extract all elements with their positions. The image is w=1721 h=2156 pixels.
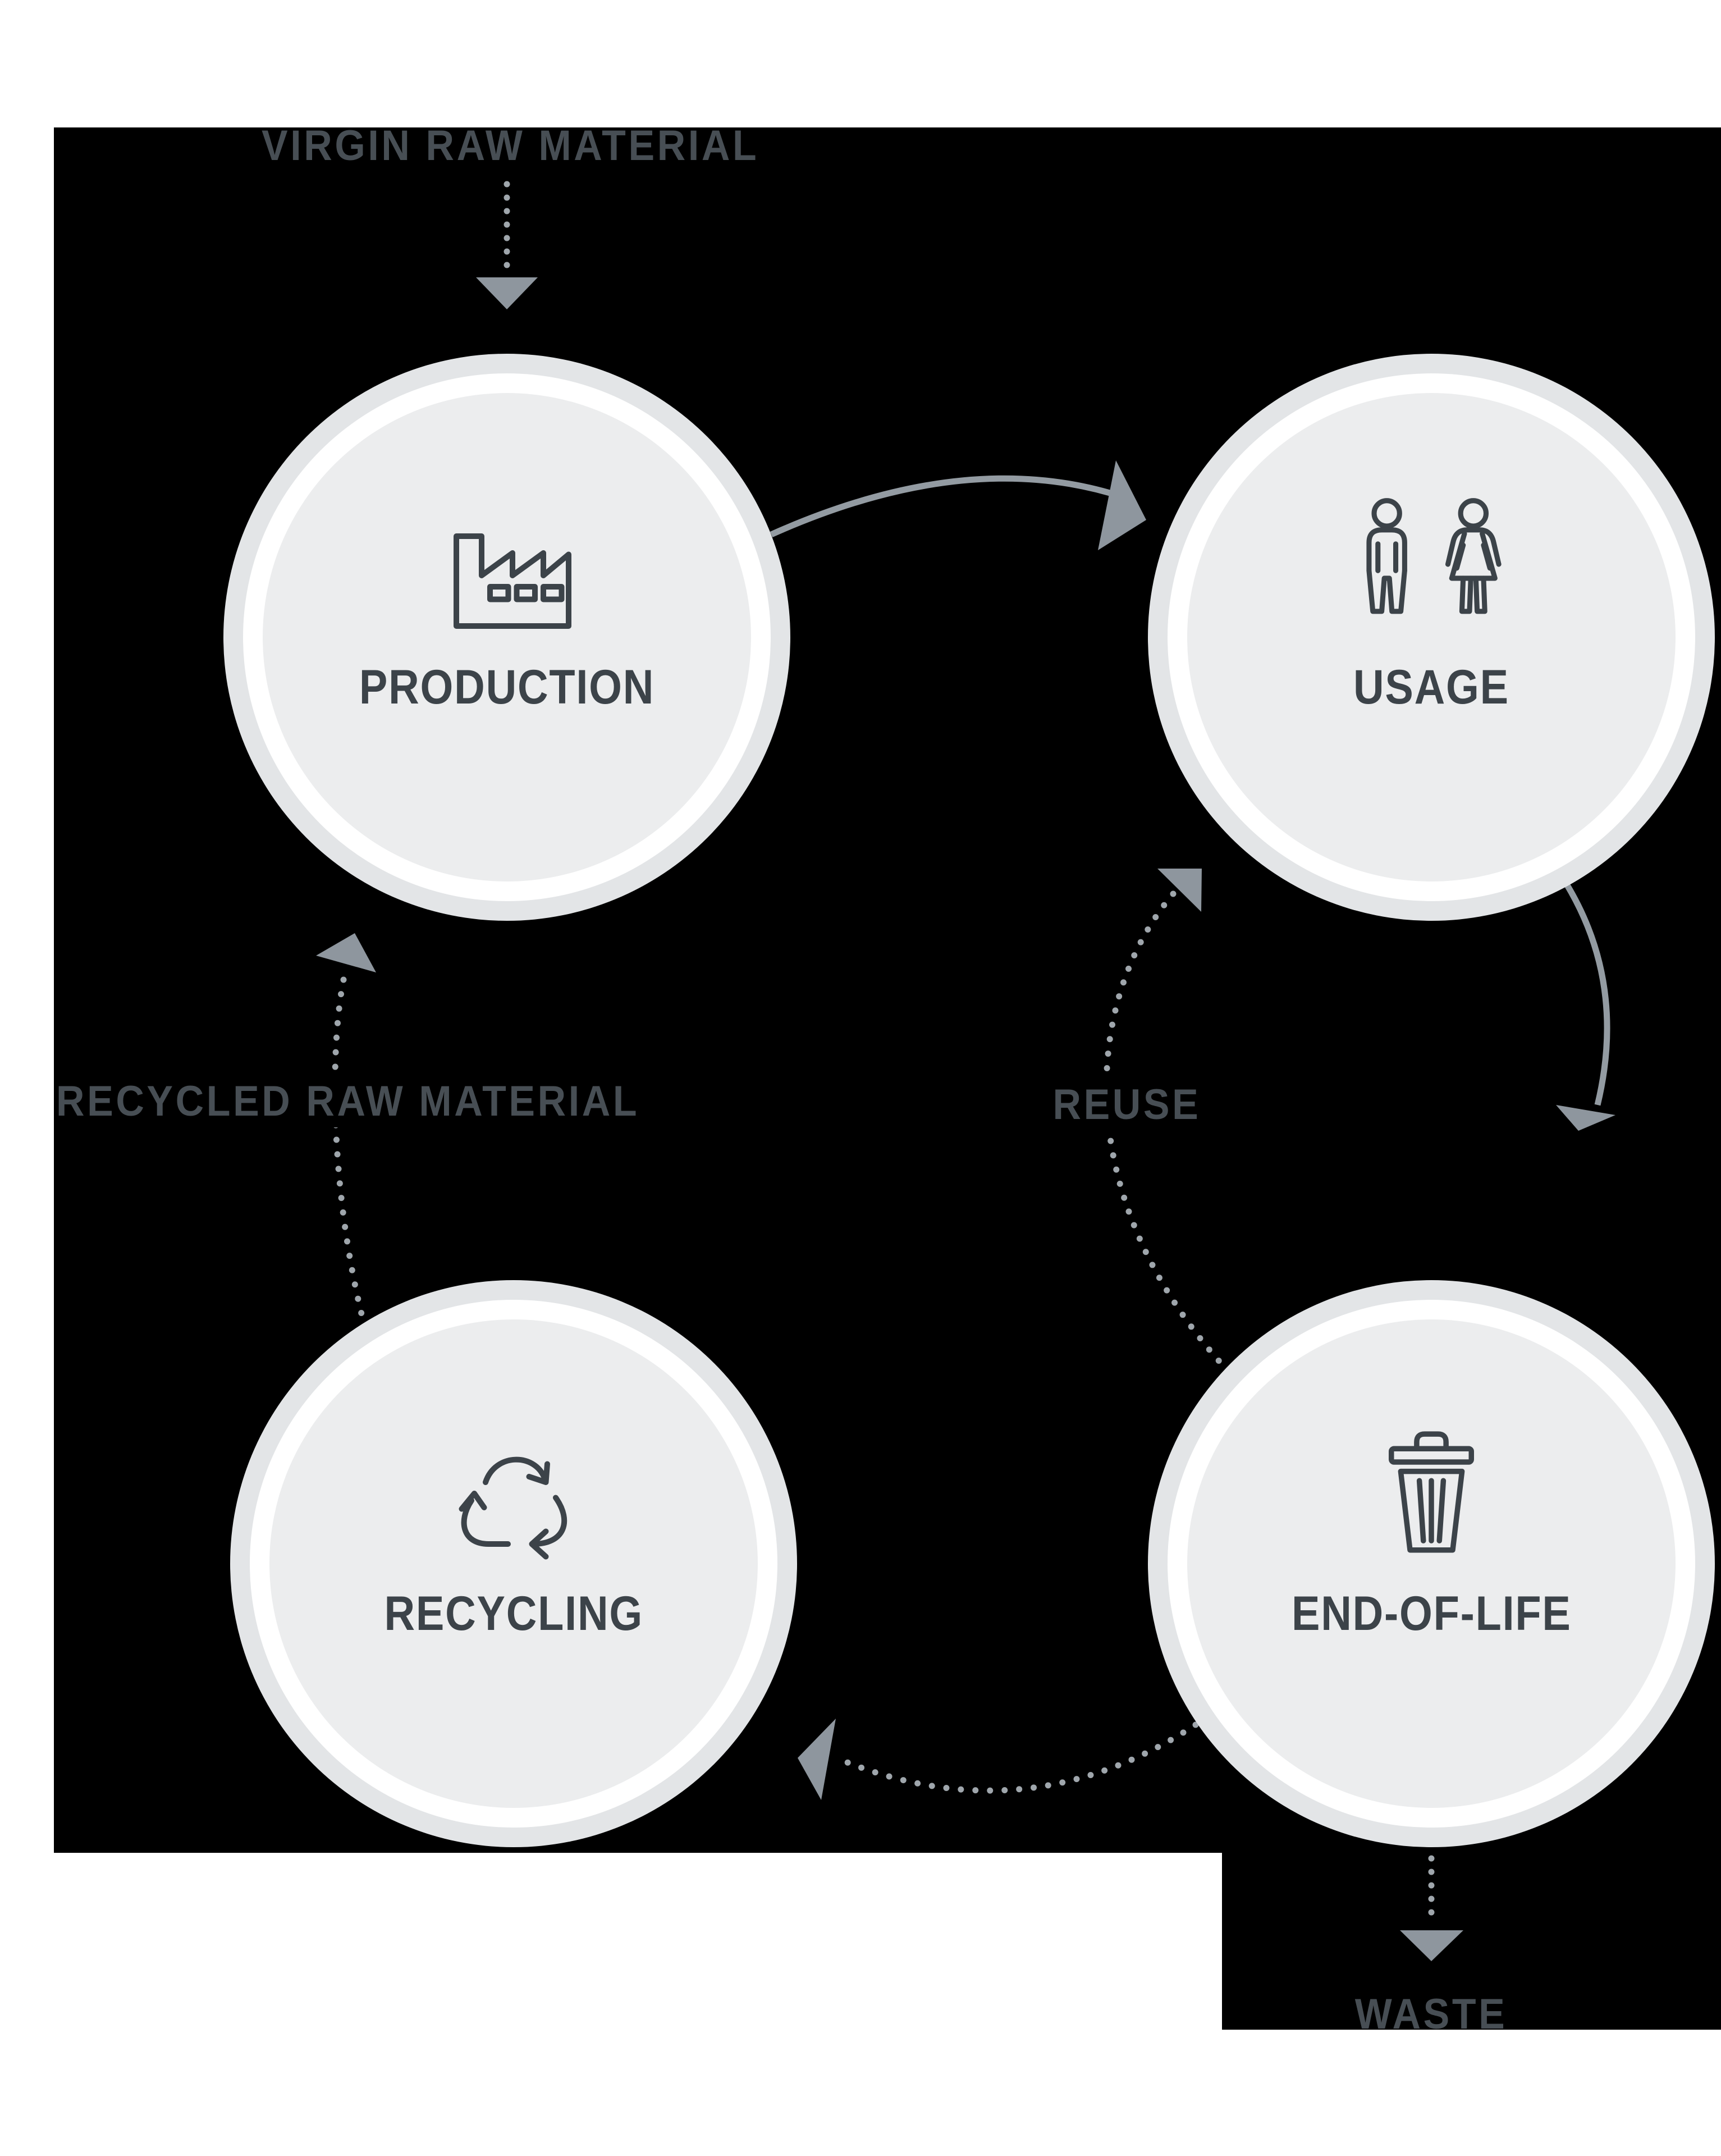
virgin-raw-material-label: VIRGIN RAW MATERIAL [262, 122, 759, 170]
waste-label: WASTE [1355, 1990, 1508, 2038]
recycling-circle [269, 1319, 758, 1808]
virgin-raw-material-arrowhead-icon [476, 277, 538, 309]
stage-end-of-life: END-OF-LIFE [1148, 1280, 1715, 1847]
production-label: PRODUCTION [359, 660, 655, 714]
reuse-label: REUSE [1036, 1079, 1217, 1131]
people-icon [1366, 498, 1502, 614]
recycle-icon [459, 1456, 567, 1560]
man-icon [1371, 498, 1402, 529]
usage-to-end-of-life-arc [1559, 875, 1610, 1106]
reuse-arrowhead-icon [1157, 869, 1202, 912]
recycling-label: RECYCLING [384, 1587, 643, 1641]
stage-recycling: RECYCLING [230, 1280, 797, 1847]
recycled-raw-material-label: RECYCLED RAW MATERIAL [54, 1076, 699, 1127]
production-to-usage-arc [770, 475, 1124, 538]
recycled-raw-material-arrowhead-icon [316, 933, 376, 972]
stage-usage: USAGE [1148, 354, 1715, 921]
recycled-raw-material-dotted-arc [332, 976, 374, 1351]
diagram-background-panel-footer [1222, 1853, 1721, 2030]
end-of-life-to-recycling-dotted-arc [840, 1721, 1199, 1794]
waste-arrowhead-icon [1400, 1930, 1463, 1961]
end-of-life-label: END-OF-LIFE [1291, 1587, 1572, 1641]
end-of-life-circle [1187, 1319, 1676, 1808]
usage-circle [1187, 393, 1676, 881]
woman-icon [1458, 498, 1489, 529]
stage-production: PRODUCTION [223, 354, 790, 921]
usage-label: USAGE [1353, 660, 1509, 714]
production-circle [263, 393, 751, 881]
trash-icon [1389, 1431, 1474, 1553]
production-to-usage-arrowhead-icon [1098, 460, 1146, 550]
usage-to-end-of-life-arrowhead-icon [1556, 1105, 1615, 1131]
end-of-life-to-recycling-arrowhead-icon [798, 1719, 836, 1800]
factory-icon [454, 533, 571, 629]
